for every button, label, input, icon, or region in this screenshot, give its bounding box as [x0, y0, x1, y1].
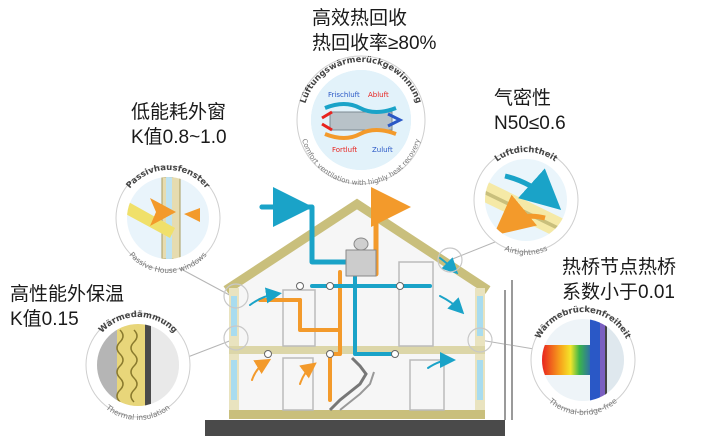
vent-label-extract: Abluft [368, 91, 389, 99]
heat-recovery-value: 热回收率≥80% [312, 33, 437, 54]
callout-heat-recovery: 高效热回收 热回收率≥80% [312, 6, 436, 56]
callout-airtightness: 气密性 N50≤0.6 [494, 86, 566, 136]
callout-thermal-bridge: 热桥节点热桥 系数小于0.01 [562, 255, 676, 305]
airtightness-value: N50≤0.6 [494, 113, 566, 134]
vent-label-supply: Zuluft [372, 146, 393, 154]
airtightness-title: 气密性 [494, 88, 552, 109]
heat-recovery-title: 高效热回收 [312, 8, 408, 29]
ground-slab [205, 420, 505, 436]
ventilation-ducts [249, 187, 465, 402]
windows-value: K值0.8~1.0 [131, 127, 227, 148]
windows-title: 低能耗外窗 [131, 102, 227, 123]
thermal-bridge-title: 热桥节点热桥 [562, 257, 677, 278]
insulation-value: K值0.15 [10, 309, 79, 330]
badge-insulation: Wärmedämmung Thermal insulation [85, 310, 191, 422]
house [223, 198, 513, 420]
vent-label-exhaust: Fortluft [332, 146, 357, 154]
callout-windows: 低能耗外窗 K值0.8~1.0 [131, 100, 227, 150]
callout-insulation: 高性能外保温 K值0.15 [10, 282, 124, 332]
badge-ventilation: Frischluft Abluft Fortluft Zuluft Lüftun… [296, 55, 426, 187]
airtight-arc-bottom-text: Airtightness [503, 244, 548, 257]
badge-airtightness: Luftdichtheit Airtightness [473, 145, 579, 257]
airtight-arc-bottom: Airtightness [503, 244, 548, 257]
thermal-bridge-value: 系数小于0.01 [562, 282, 675, 303]
badge-thermal-bridge: Wärmebrückenfreiheit Thermal-bridge-free [530, 305, 636, 417]
badge-window: Passivhausfenster Passive House windows [115, 163, 221, 275]
insulation-title: 高性能外保温 [10, 284, 125, 305]
detail-markers [223, 247, 493, 353]
vent-label-fresh: Frischluft [328, 91, 360, 99]
